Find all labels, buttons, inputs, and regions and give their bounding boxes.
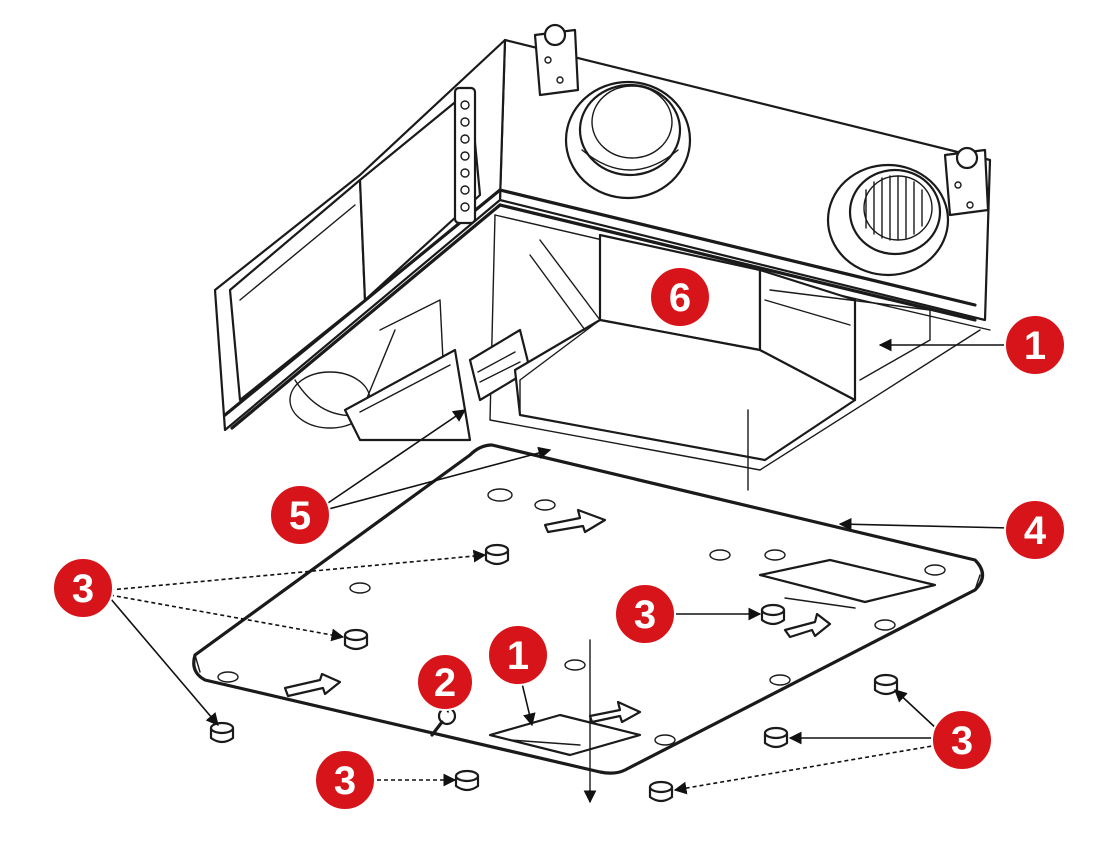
- callout-4-label: 4: [1024, 509, 1047, 553]
- feet: [209, 543, 899, 803]
- callout-1-top-label: 1: [1024, 324, 1046, 368]
- callout-4: 4: [1004, 499, 1066, 561]
- callout-3-center-label: 3: [634, 593, 656, 637]
- callout-1-bottom-label: 1: [507, 634, 529, 678]
- callout-5-label: 5: [289, 494, 311, 538]
- callout-3-right-label: 3: [951, 719, 973, 763]
- leader-lines: [109, 338, 1011, 795]
- callout-2: 2: [416, 653, 474, 711]
- callout-3-bottom: 3: [314, 749, 376, 811]
- callout-1-bottom: 1: [487, 624, 549, 686]
- callout-2-label: 2: [434, 661, 456, 705]
- base-panel: [192, 409, 985, 804]
- callout-3-left-label: 3: [72, 567, 94, 611]
- callout-3-right: 3: [931, 709, 993, 771]
- callout-6-label: 6: [669, 276, 691, 320]
- unit-housing: [213, 23, 992, 471]
- callout-3-center: 3: [614, 583, 676, 645]
- callout-3-left: 3: [52, 557, 114, 619]
- callout-1-top: 1: [1004, 314, 1066, 376]
- callout-5: 5: [269, 484, 331, 546]
- callout-6: 6: [649, 266, 711, 328]
- callout-3-bottom-label: 3: [334, 759, 356, 803]
